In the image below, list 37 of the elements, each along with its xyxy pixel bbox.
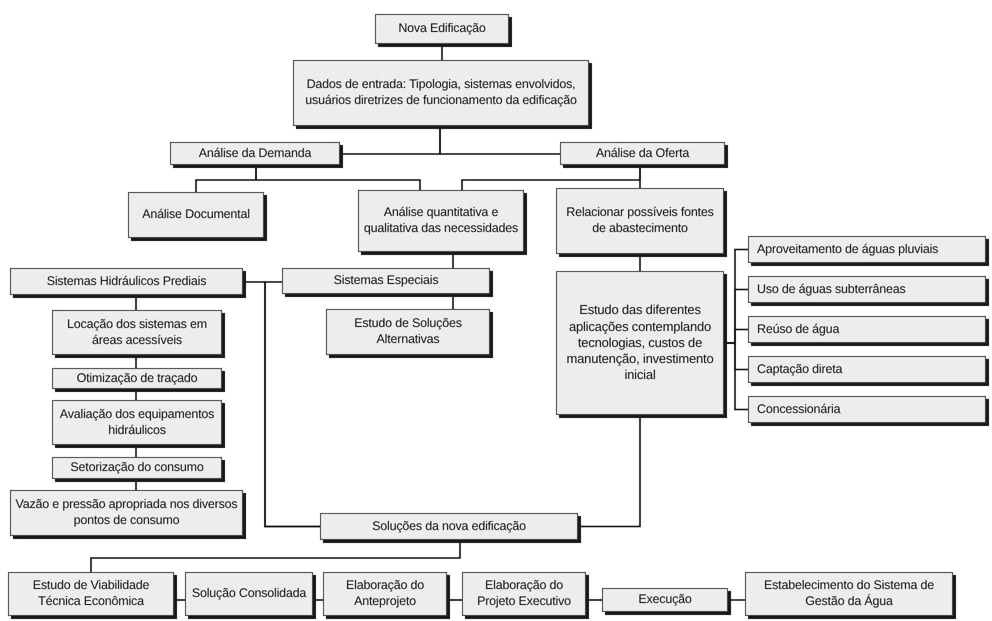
process-box: Otimização de traçado xyxy=(52,368,222,389)
process-box: Dados de entrada: Tipologia, sistemas envolvidos, usuários diretrizes de funcionamento da edificação xyxy=(293,60,589,126)
process-box: Captação direta xyxy=(748,356,986,383)
connector-line xyxy=(439,126,560,155)
connector-line xyxy=(264,281,320,528)
process-box: Análise da Demanda xyxy=(170,142,340,165)
process-box: Soluções da nova edificação xyxy=(320,513,578,540)
connector-line xyxy=(724,342,748,410)
process-box: Estabelecimento do Sistema de Gestão da Água xyxy=(745,572,953,616)
process-box: Avaliação dos equipamentos hidráulicos xyxy=(52,400,222,445)
process-box: Vazão e pressão apropriada nos diversos pontos de consumo xyxy=(10,490,243,536)
process-box: Sistemas Especiais xyxy=(282,268,490,294)
process-box: Análise da Oferta xyxy=(560,142,725,165)
process-box: Solução Consolidada xyxy=(185,572,313,616)
process-box: Análise quantitativa e qualitativa das necessidades xyxy=(358,190,524,252)
connector-line xyxy=(578,415,641,528)
process-box: Estudo de Viabilidade Técnica Econômica xyxy=(8,572,174,616)
process-box: Uso de águas subterrâneas xyxy=(748,276,986,303)
process-box: Execução xyxy=(602,588,728,612)
connector-line xyxy=(452,294,454,309)
process-box: Reúso de água xyxy=(748,316,986,343)
connector-line xyxy=(135,295,137,310)
process-box: Relacionar possíveis fontes de abastecimento xyxy=(556,188,724,254)
process-box: Sistemas Hidráulicos Prediais xyxy=(10,268,243,295)
process-box: Análise Documental xyxy=(128,192,264,238)
process-box: Estudo de Soluções Alternativas xyxy=(326,309,490,355)
process-box: Elaboração do Projeto Executivo xyxy=(462,572,586,616)
process-box: Nova Edificação xyxy=(375,14,509,44)
process-box: Estudo das diferentes aplicações contemplando tecnologias, custos de manutenção, investimento inicial xyxy=(556,271,724,415)
process-box: Elaboração do Anteprojeto xyxy=(323,572,447,616)
process-box: Locação dos sistemas em áreas acessíveis xyxy=(52,310,222,355)
process-box: Aproveitamento de águas pluviais xyxy=(748,236,986,263)
process-box: Setorização do consumo xyxy=(52,457,222,479)
connector-line xyxy=(90,540,461,572)
process-box: Concessionária xyxy=(748,396,986,423)
connector-line xyxy=(447,599,462,601)
connector-line xyxy=(255,165,421,190)
